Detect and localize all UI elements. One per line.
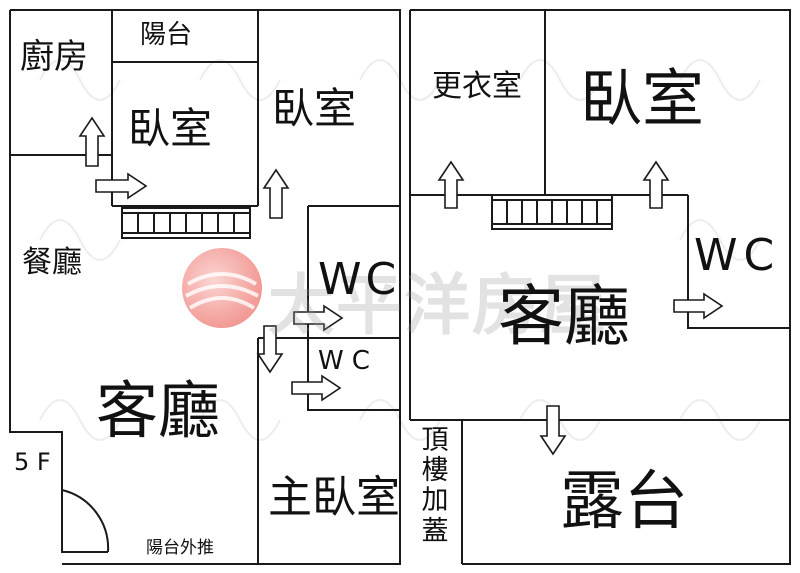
arrow-right-icon (673, 292, 724, 320)
room-label-terrace: 露台 (560, 465, 688, 539)
arrow-up-icon (642, 160, 670, 209)
rooftop-char: 樓 (421, 455, 449, 487)
arrow-right-icon (291, 374, 342, 402)
room-label-dining: 餐廳 (22, 245, 82, 280)
arrow-right-icon (293, 304, 344, 332)
door-arrows (78, 116, 724, 456)
arrow-down-icon (256, 325, 284, 374)
arrow-right-icon (95, 172, 148, 200)
right-floor-walls (409, 9, 791, 565)
room-label-kitchen: 廚房 (20, 37, 88, 77)
room-label-master-bedroom: 主臥室 (268, 472, 400, 523)
room-label-wc-right: WC (694, 230, 781, 281)
arrow-down-icon (539, 405, 567, 456)
rooftop-char: 加 (421, 485, 449, 517)
room-label-bedroom-right-floor: 臥室 (580, 62, 705, 135)
entrance-door (61, 470, 110, 553)
right-staircase (491, 194, 613, 230)
arrow-up-icon (437, 160, 465, 209)
room-label-living-left: 客廳 (96, 374, 221, 447)
floor-label: 5 F (14, 448, 51, 476)
room-label-bedroom-small: 臥室 (128, 104, 213, 153)
room-label-closet: 更衣室 (432, 69, 522, 104)
arrow-up-icon (78, 116, 106, 167)
room-label-bedroom-right: 臥室 (272, 84, 357, 133)
rooftop-char: 頂 (421, 425, 449, 456)
room-label-rooftop-addition: 頂 樓 加 蓋 (420, 425, 450, 547)
balcony-extension-note: 陽台外推 (146, 538, 214, 558)
left-floor-walls (9, 9, 401, 565)
room-label-wc-lower: WC (318, 346, 378, 376)
room-label-balcony: 陽台 (140, 20, 193, 50)
arrow-up-icon (262, 168, 290, 219)
background-watermark-pattern (39, 59, 761, 441)
rooftop-char: 蓋 (421, 515, 449, 547)
left-staircase (121, 207, 251, 239)
room-label-wc-upper: WC (318, 254, 401, 305)
room-label-living-right: 客廳 (498, 278, 630, 355)
